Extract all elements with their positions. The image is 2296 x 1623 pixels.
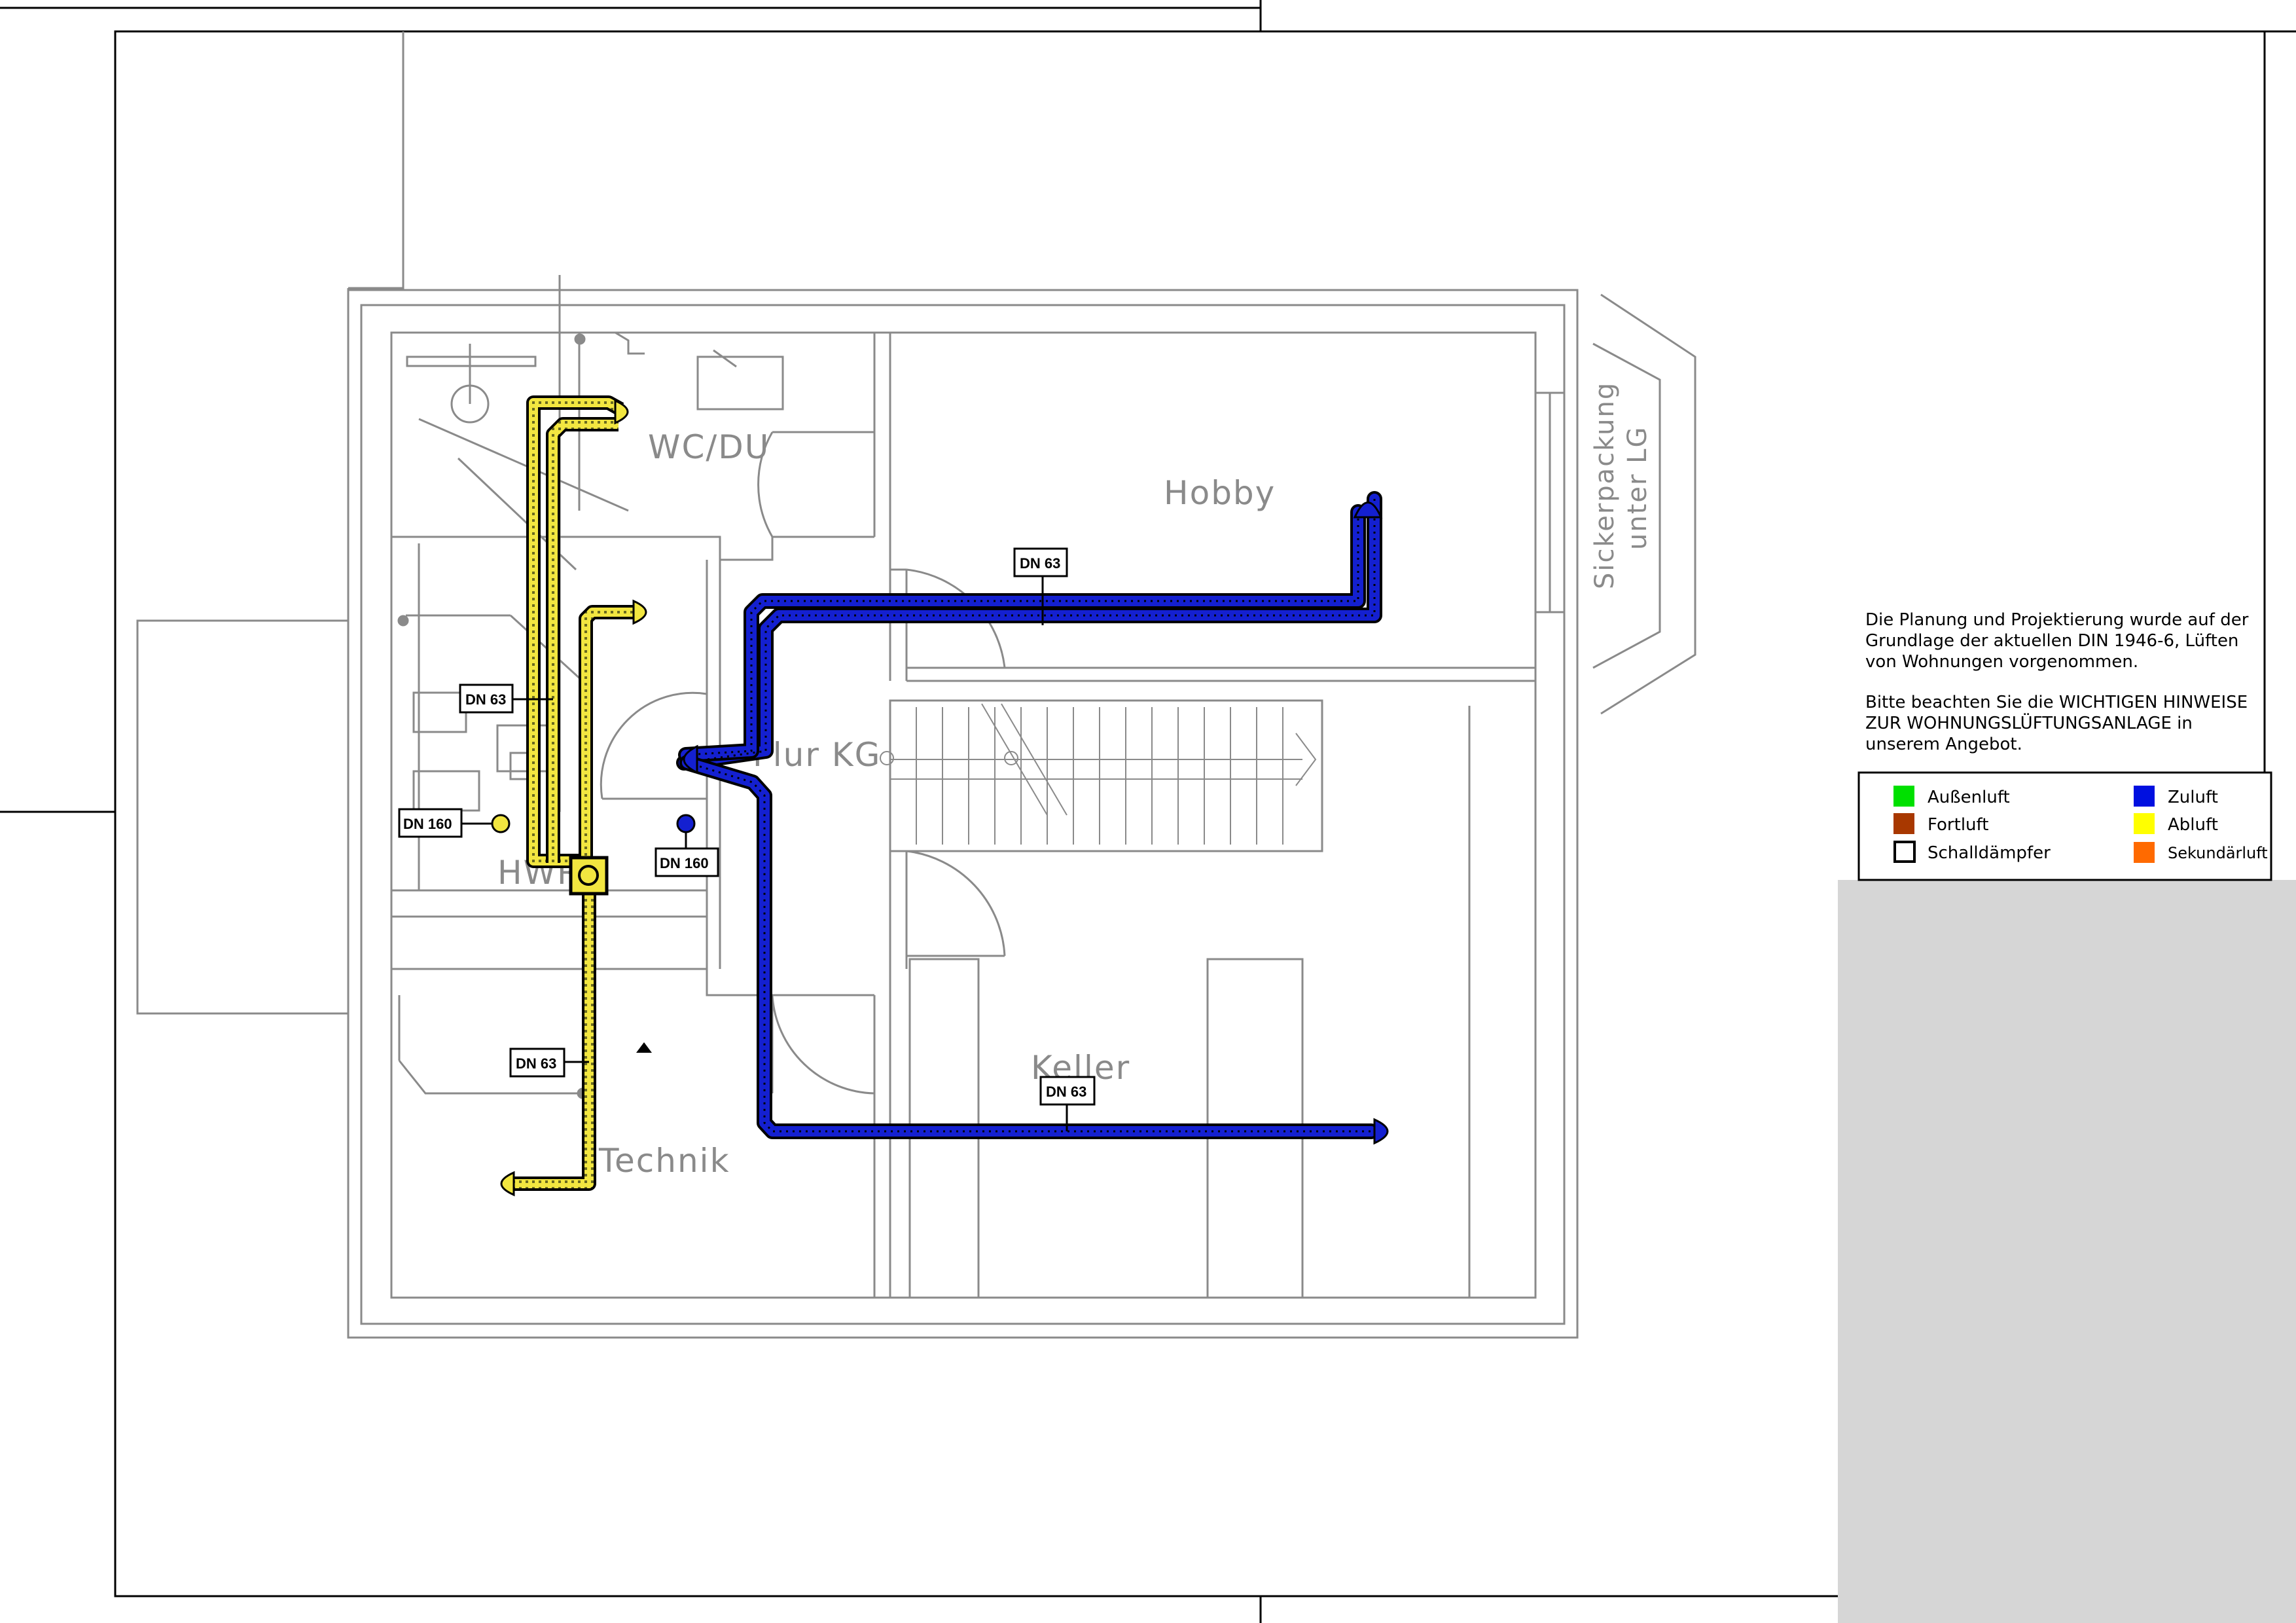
note-line-2: Grundlage der aktuellen DIN 1946-6, Lüft… — [1865, 631, 2238, 651]
dn-tag-technik: DN 63 — [509, 1048, 565, 1078]
extract-valve-wc-icon — [614, 399, 629, 425]
supply-valve-flur-icon — [683, 744, 698, 775]
extract-valve-hwr-icon — [632, 599, 647, 625]
dn-tag-160-left: DN 160 — [398, 808, 463, 838]
dn-tag-hobby-text: DN 63 — [1020, 555, 1060, 572]
legend-label-sekundaerluft: Sekundärluft — [2168, 844, 2268, 862]
legend-swatch-abluft — [2134, 813, 2155, 834]
room-label-flur: Flur KG — [753, 736, 881, 774]
legend-label-zuluft: Zuluft — [2168, 788, 2218, 807]
extract-valve-technik-icon — [500, 1171, 515, 1197]
legend-box — [1857, 771, 2272, 881]
tag-leaders — [512, 576, 1068, 1131]
ventilation-unit-fan-icon — [578, 865, 599, 886]
dn-tag-technik-text: DN 63 — [516, 1055, 556, 1072]
note-line-4: Bitte beachten Sie die WICHTIGEN HINWEIS… — [1865, 693, 2248, 712]
dn-tag-hobby: DN 63 — [1013, 547, 1068, 577]
dn-tag-160-right-text: DN 160 — [660, 855, 709, 871]
legend-swatch-sekundaerluft — [2134, 842, 2155, 863]
room-label-hobby: Hobby — [1164, 474, 1276, 512]
supply-valve-keller-icon — [1373, 1118, 1389, 1145]
site-context-lines — [136, 31, 1696, 1015]
supply-duct-network — [676, 491, 1382, 1139]
legend: Außenluft Fortluft Schalldämpfer Zuluft … — [1857, 771, 2272, 881]
room-label-wc-du: WC/DU — [648, 428, 770, 466]
dn-tag-160-left-text: DN 160 — [403, 816, 452, 832]
supply-duct-dots — [683, 499, 1376, 1133]
gray-panel — [1838, 880, 2296, 1623]
dn-tag-hwr: DN 63 — [459, 684, 514, 714]
legend-swatch-zuluft — [2134, 786, 2155, 807]
dn-tag-keller-text: DN 63 — [1046, 1084, 1086, 1100]
supply-air-valves — [676, 501, 1389, 1145]
legend-swatch-fortluft — [1893, 813, 1914, 834]
note-line-1: Die Planung und Projektierung wurde auf … — [1865, 610, 2249, 630]
ventilation-unit-box — [569, 856, 609, 896]
dn-tag-160-right: DN 160 — [655, 847, 719, 877]
room-label-sickerpackung: Sickerpackung unter LG — [1590, 372, 1653, 589]
note-line-6: unserem Angebot. — [1865, 735, 2022, 754]
supply-terminal-icon — [676, 814, 696, 833]
ventilation-unit — [569, 856, 609, 896]
stair-arrow — [636, 1042, 652, 1053]
sickerpackung-line2: unter LG — [1623, 426, 1653, 550]
note-line-5: ZUR WOHNUNGSLÜFTUNGSANLAGE in — [1865, 712, 2193, 733]
dn-tag-hwr-text: DN 63 — [465, 691, 506, 708]
legend-label-abluft: Abluft — [2168, 815, 2218, 835]
legend-label-aussenluft: Außenluft — [1928, 788, 2010, 807]
staircase — [880, 703, 1317, 845]
dn-tag-keller: DN 63 — [1039, 1076, 1096, 1106]
legend-label-schalldaempfer: Schalldämpfer — [1928, 843, 2051, 863]
supply-valve-hobby-icon — [1353, 501, 1383, 519]
extract-duct-network — [511, 395, 638, 1191]
extract-air-valves — [461, 399, 647, 1197]
sickerpackung-line1: Sickerpackung — [1590, 382, 1620, 589]
extract-terminal-icon — [491, 814, 511, 833]
planning-note: Die Planung und Projektierung wurde auf … — [1865, 610, 2249, 754]
legend-label-fortluft: Fortluft — [1928, 815, 1988, 835]
legend-swatch-schalldaempfer — [1893, 841, 1916, 863]
legend-swatch-aussenluft — [1893, 786, 1914, 807]
room-label-technik: Technik — [598, 1142, 730, 1180]
note-line-3: von Wohnungen vorgenommen. — [1865, 652, 2138, 672]
